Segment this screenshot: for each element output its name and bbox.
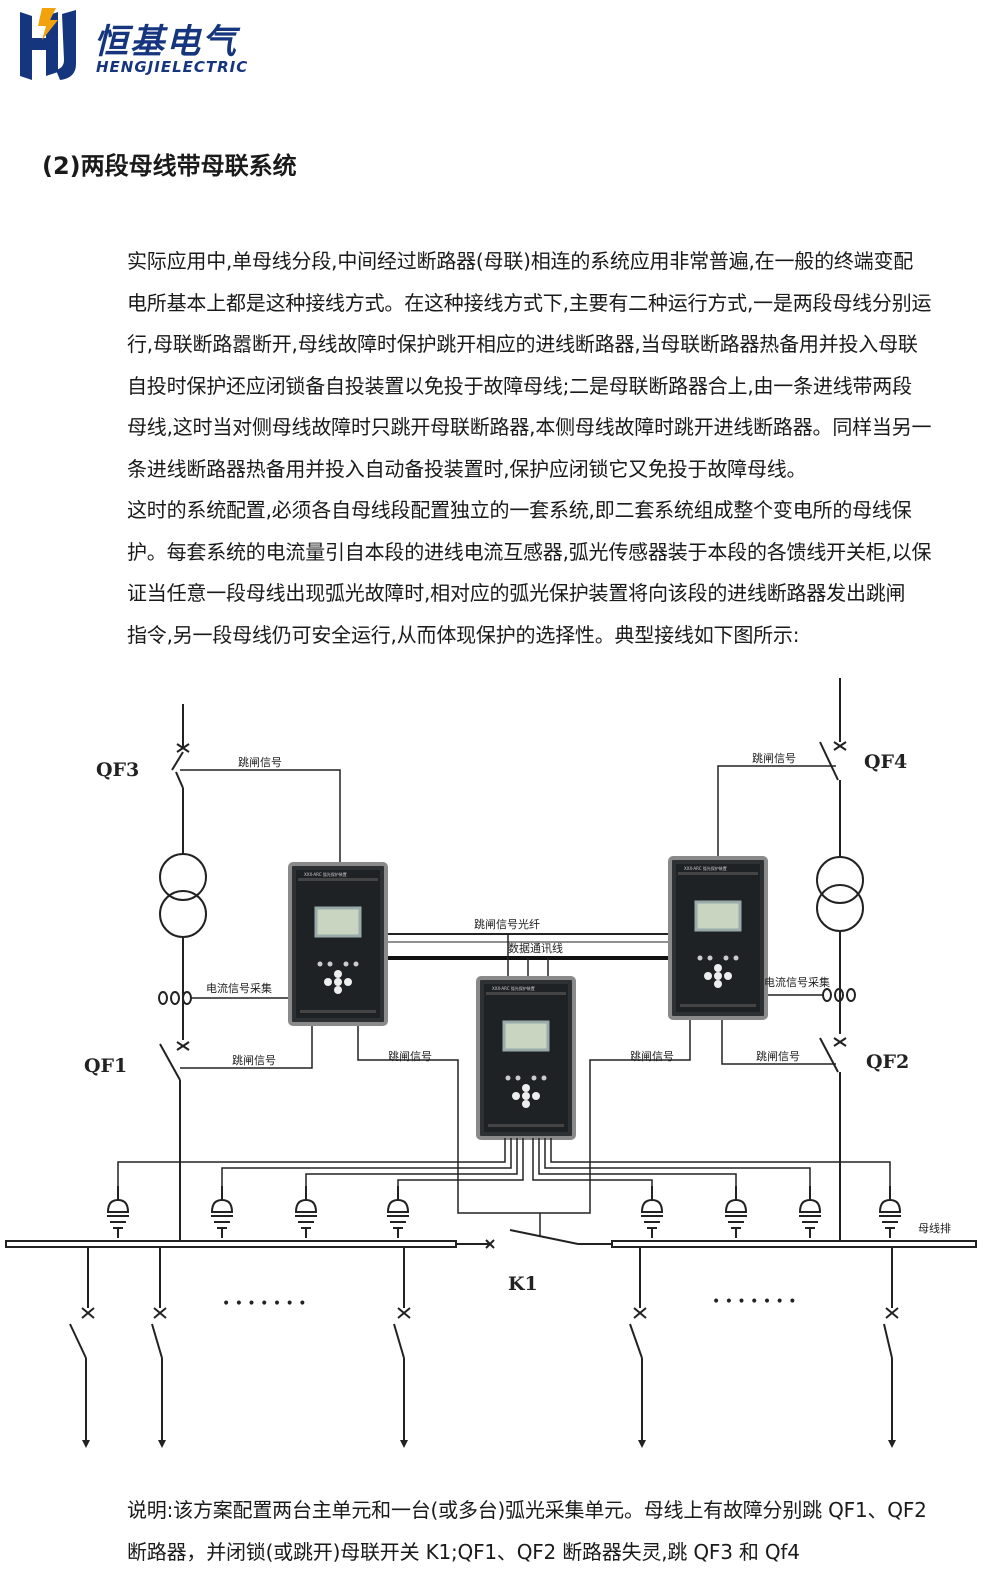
incoming-line-right [717,678,864,1244]
communication-links [357,933,691,1208]
label-current-collect: 电流信号采集 [764,975,830,989]
feeder-dots-right: • • • • • • • [712,1294,797,1310]
brand-name-cn: 恒基电气 [94,22,238,62]
label-qf4: QF4 [864,751,907,773]
main-unit-left: XXX-ARC 弧光保护装置 [288,862,388,1026]
feeders [69,1247,899,1444]
bus-coupler-k1 [456,1208,612,1249]
arc-sensor [210,1185,234,1239]
paragraph-line: 指令,另一段母线仍可安全运行,从而体现保护的选择性。典型接线如下图所示: [127,622,800,647]
transformer-left [159,853,207,901]
paragraph-intro: 实际应用中,单母线分段,中间经过断路器(母联)相连的系统应用非常普遍,在一般的终… [127,241,973,490]
arc-sensor [106,1185,130,1239]
paragraph-line: 护。每套系统的电流量引自本段的进线电流互感器,弧光传感器装于本段的各馈线开关柜,… [127,539,932,564]
label-k1: K1 [508,1273,538,1295]
diagram-note: 说明:该方案配置两台主单元和一台(或多台)弧光采集单元。母线上有故障分别跳 QF… [127,1489,987,1573]
label-trip-signal: 跳闸信号 [388,1049,432,1063]
sensor-harness [117,1138,891,1186]
note-line: 说明:该方案配置两台主单元和一台(或多台)弧光采集单元。母线上有故障分别跳 QF… [127,1498,927,1522]
paragraph-line: 行,母联断路嚣断开,母线故障时保护跳开相应的进线断路器,当母联断路器热备用并投入… [127,332,918,356]
paragraph-line: 电所基本上都是这种接线方式。在这种接线方式下,主要有二种运行方式,一是两段母线分… [127,290,932,315]
note-line: 断路器，并闭锁(或跳开)母联开关 K1;QF1、QF2 断路器失灵,跳 QF3 … [127,1540,800,1564]
label-current-collect: 电流信号采集 [206,981,272,995]
wiring-diagram: XXX-ARC 弧光保护装置 XXX-ARC 弧光保护装置 XXX-ARC 弧光… [5,678,977,1448]
arc-sensor [724,1185,748,1239]
label-qf2: QF2 [866,1051,909,1073]
ct-right [822,988,832,1002]
label-qf1: QF1 [84,1055,127,1077]
busbar-left [5,1240,457,1248]
arc-sensors [106,1185,902,1239]
paragraph-line: 自投时保护还应闭锁备自投装置以免投于故障母线;二是母联断路器合上,由一条进线带两… [127,373,912,398]
brand-name-en: HENGJIELECTRIC [96,58,249,76]
arc-sensor [386,1185,410,1239]
paragraph-line: 证当任意一段母线出现弧光故障时,相对应的弧光保护装置将向该段的进线断路器发出跳闸 [127,581,906,605]
device-title: XXX-ARC 弧光保护装置 [492,985,535,991]
company-logo: 恒基电气 HENGJIELECTRIC [12,6,252,86]
label-qf3: QF3 [96,759,139,781]
arc-collection-unit: XXX-ARC 弧光保护装置 [476,976,576,1140]
feeder-dots-left: • • • • • • • [222,1296,307,1312]
paragraph-line: 实际应用中,单母线分段,中间经过断路器(母联)相连的系统应用非常普遍,在一般的终… [127,249,914,273]
device-title: XXX-ARC 弧光保护装置 [304,871,347,877]
section-title: (2)两段母线带母联系统 [42,152,297,180]
paragraph-config: 这时的系统配置,必须各自母线段配置独立的一套系统,即二套系统组成整个变电所的母线… [127,490,973,656]
label-busbar: 母线排 [918,1221,951,1235]
hj-logo-mark [20,8,76,80]
paragraph-line: 这时的系统配置,必须各自母线段配置独立的一套系统,即二套系统组成整个变电所的母线… [127,498,912,522]
label-trip-signal: 跳闸信号 [630,1049,674,1063]
paragraph-line: 母线,这时当对侧母线故障时只跳开母联断路器,本侧母线故障时跳开进线断路器。同样当… [127,415,932,439]
label-trip-signal: 跳闸信号 [756,1049,800,1063]
device-title: XXX-ARC 弧光保护装置 [684,865,727,871]
label-data-comm: 数据通讯线 [508,941,563,955]
paragraph-line: 条进线断路器热备用并投入自动备投装置时,保护应闭锁它又免投于故障母线。 [127,456,807,481]
main-unit-right: XXX-ARC 弧光保护装置 [668,856,768,1020]
busbar-right [611,1240,977,1248]
transformer-right [816,856,864,904]
label-trip-signal: 跳闸信号 [232,1053,276,1067]
ct-left [158,991,168,1005]
label-trip-signal: 跳闸信号 [752,751,796,765]
arc-sensor [798,1185,822,1239]
label-trip-signal: 跳闸信号 [238,755,282,769]
arc-sensor [640,1185,664,1239]
arc-sensor [294,1185,318,1239]
label-trip-fiber: 跳闸信号光纤 [474,917,540,931]
arc-sensor [878,1185,902,1239]
